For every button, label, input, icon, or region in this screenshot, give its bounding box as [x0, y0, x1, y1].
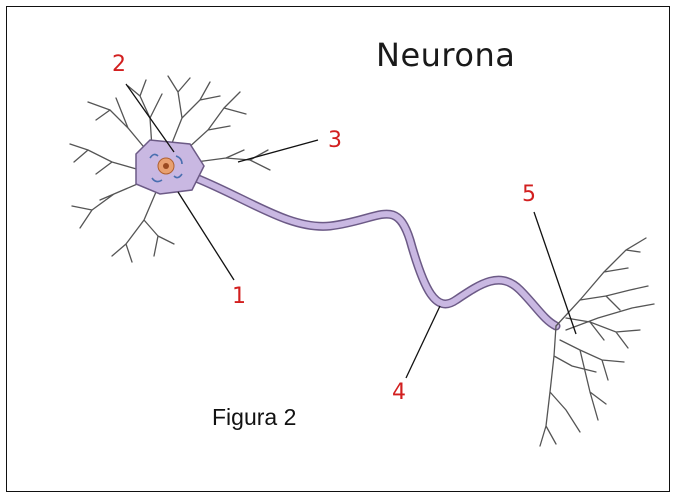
- diagram-title: Neurona: [376, 36, 515, 74]
- label-4: 4: [392, 382, 406, 404]
- axon-terminals: [540, 238, 654, 446]
- label-3: 3: [328, 130, 342, 152]
- label-1: 1: [232, 286, 246, 308]
- figure-caption: Figura 2: [212, 404, 296, 431]
- leader-lines: [126, 84, 576, 378]
- label-2: 2: [112, 54, 126, 76]
- label-5: 5: [522, 184, 536, 206]
